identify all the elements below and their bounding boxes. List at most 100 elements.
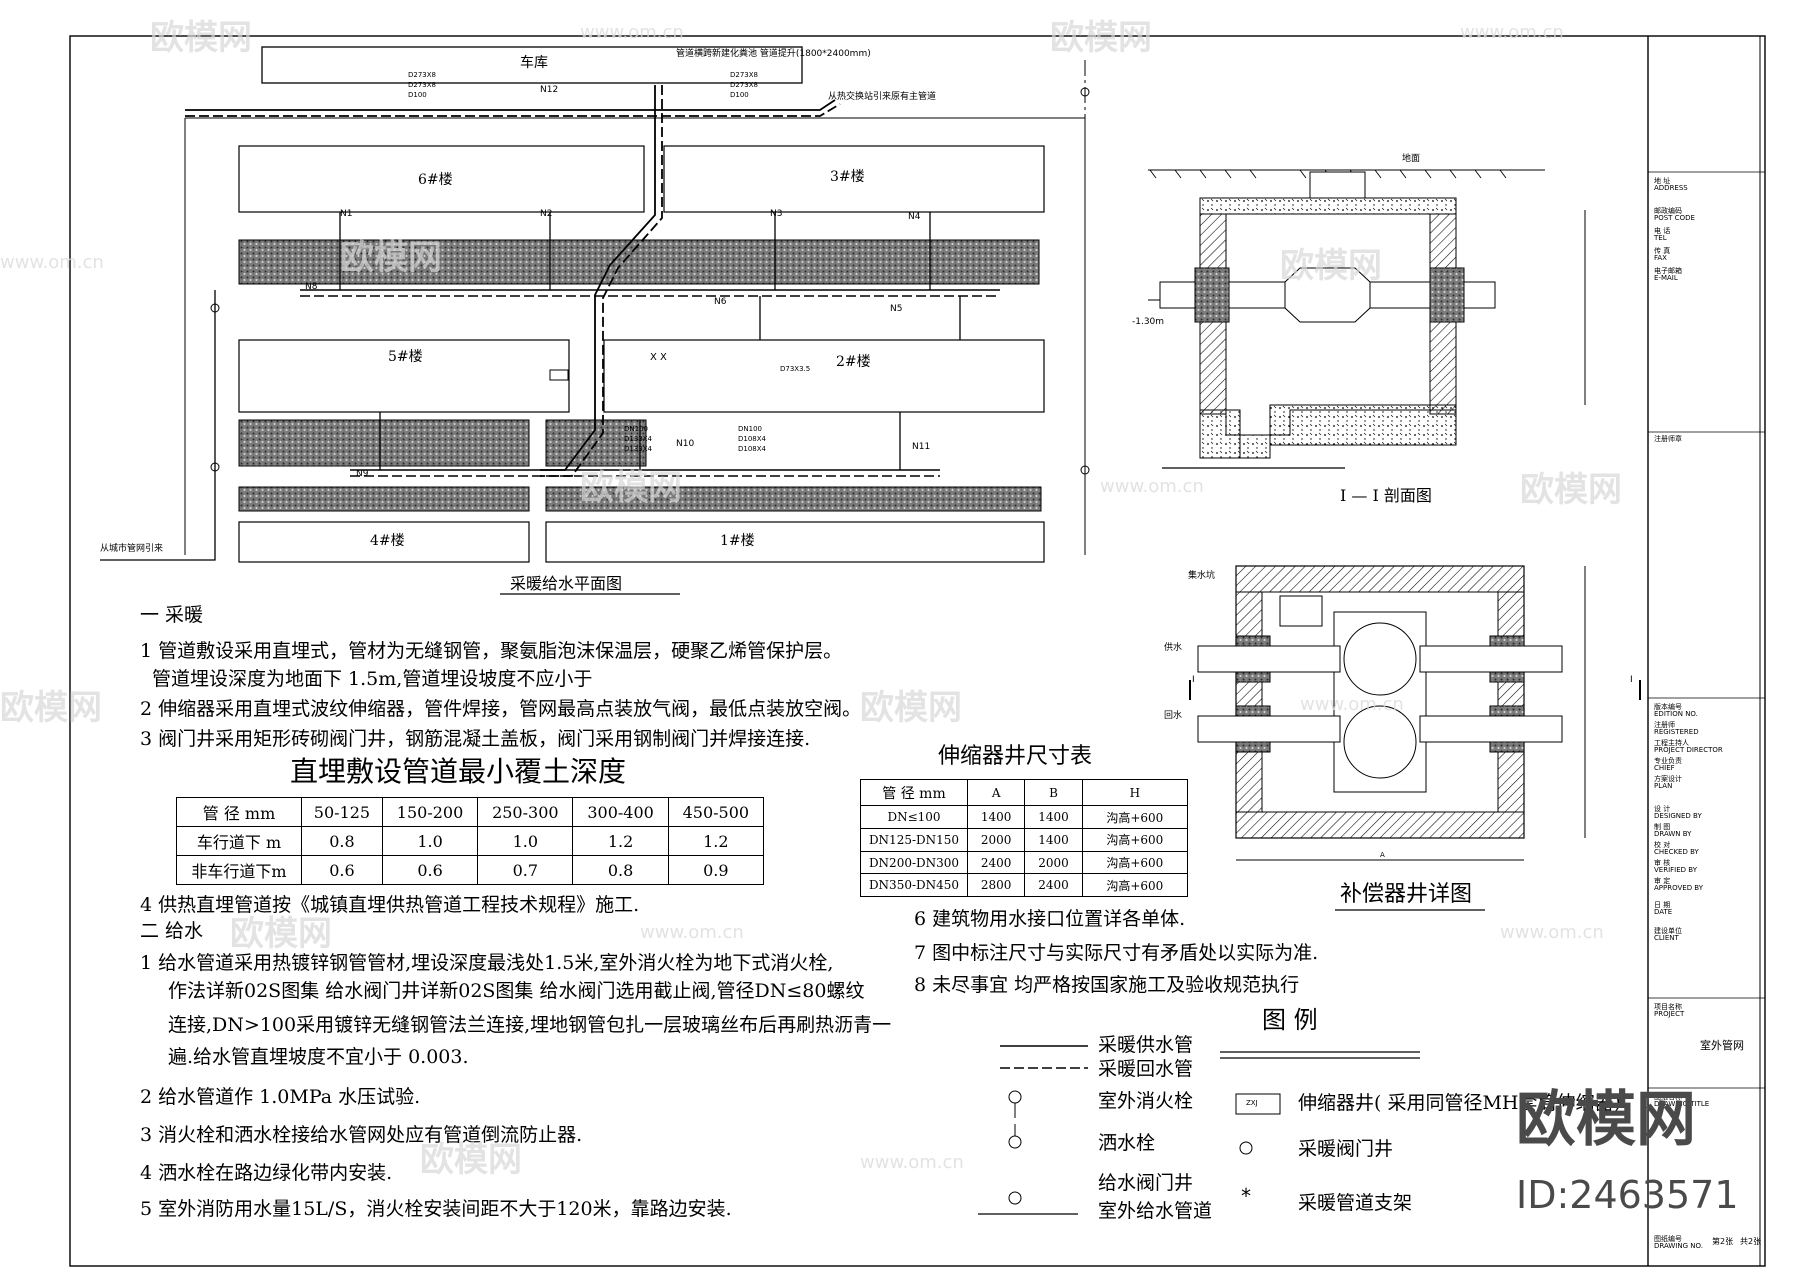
water-note-5: 5 室外消防用水量15L/S，消火栓安装间距不大于120米，靠路边安装. <box>140 1198 732 1220</box>
cover-cell: 0.7 <box>477 855 574 885</box>
building-1 <box>545 521 1045 563</box>
well-cell: DN125-DN150 <box>860 828 968 852</box>
outer-frame <box>69 35 1766 1267</box>
well-cell: 2400 <box>966 850 1026 875</box>
well-size-table: 管 径 mm A B H DN≤100 1400 1400 沟高+600 DN1… <box>860 778 1189 897</box>
cover-cell: 0.8 <box>572 855 669 885</box>
well-cell: DN200-DN300 <box>860 850 968 875</box>
note-7: 7 图中标注尺寸与实际尺寸有矛盾处以实际为准. <box>914 942 1319 964</box>
detail-title: 补偿器井详图 <box>1340 882 1473 907</box>
green-belt-1 <box>238 239 1040 285</box>
cover-header-4: 300-400 <box>572 797 669 827</box>
pipe-tag: D133X4 <box>624 435 652 443</box>
cover-cell: 1.2 <box>667 826 765 856</box>
cover-table-title: 直埋敷设管道最小覆土深度 <box>290 755 627 788</box>
node-n11: N11 <box>912 442 931 452</box>
heating-note-1: 1 管道敷设采用直埋式，管材为无缝钢管，聚氨脂泡沫保温层，硬聚乙烯管保护层。 <box>140 640 843 662</box>
pipe-tag: D273X8 <box>408 71 436 79</box>
pipe-tag: D133X4 <box>624 445 652 453</box>
pipe-tag: DN100 <box>738 425 762 433</box>
legend-box-label: ZXJ <box>1246 1099 1258 1107</box>
legend-return: 采暖回水管 <box>1098 1058 1194 1080</box>
well-cell: 2000 <box>966 828 1026 852</box>
legend-support: 采暖管道支架 <box>1298 1192 1413 1214</box>
water-heading: 二 给水 <box>140 920 204 942</box>
pipe-tag: D273X8 <box>730 81 758 89</box>
pipe-tag: D100 <box>408 91 427 99</box>
garage-outline <box>261 46 803 84</box>
well-cell: 1400 <box>966 805 1026 830</box>
green-belt-2 <box>238 419 530 467</box>
section-mark-right: I <box>1630 675 1633 685</box>
well-cell: 1400 <box>1024 805 1083 830</box>
heating-note-1b: 管道埋设深度为地面下 1.5m,管道埋设坡度不应小于 <box>152 668 593 690</box>
node-n5: N5 <box>890 304 903 314</box>
well-cell: 沟高+600 <box>1081 805 1189 830</box>
legend-title: 图 例 <box>1262 1006 1318 1034</box>
legend-sprinkler: 洒水栓 <box>1098 1132 1156 1154</box>
brand-logo: 欧模网 <box>1516 1085 1696 1155</box>
watermark: 欧模网 <box>420 1140 522 1180</box>
cover-cell: 0.6 <box>301 855 383 885</box>
water-note-1c: 连接,DN>100采用镀锌无缝钢管法兰连接,埋地钢管包扎一层玻璃丝布后再刷热沥青… <box>168 1014 892 1036</box>
supply-label: 供水 <box>1164 643 1183 653</box>
cover-cell: 0.8 <box>301 826 383 856</box>
legend-water-valve: 给水阀门井 <box>1098 1172 1194 1194</box>
watermark-site: www.om.cn <box>640 922 744 943</box>
water-main <box>100 290 216 561</box>
cover-header-5: 450-500 <box>667 797 765 827</box>
well-cell: DN350-DN450 <box>860 873 968 897</box>
water-note-1d: 遍.给水管直埋坡度不宜小于 0.003. <box>168 1046 469 1068</box>
plan-title: 采暖给水平面图 <box>510 574 623 593</box>
support-icon: * <box>1240 1184 1253 1208</box>
section-mark-left: I <box>1192 675 1195 685</box>
cover-cell: 0.6 <box>381 855 479 885</box>
building-6 <box>238 145 645 213</box>
city-network-label: 从城市管网引来 <box>100 544 164 554</box>
building-label-6: 6#楼 <box>418 172 453 188</box>
section-i-i <box>1148 169 1586 469</box>
heating-note-3: 3 阀门井采用矩形砖砌阀门井，钢筋混凝土盖板，阀门采用钢制阀门并焊接连接. <box>140 728 811 750</box>
building-label-3: 3#楼 <box>830 169 865 185</box>
cover-header-0: 管 径 mm <box>176 797 302 827</box>
building-label-2: 2#楼 <box>836 354 871 370</box>
cover-depth-table: 管 径 mm 50-125 150-200 250-300 300-400 45… <box>176 797 765 885</box>
legend-water-pipe: 室外给水管道 <box>1098 1200 1213 1222</box>
pipe-tag: D108X4 <box>738 435 766 443</box>
tb-total: 共2张 <box>1740 1237 1762 1246</box>
well-table-title: 伸缩器井尺寸表 <box>938 744 1093 769</box>
cover-cell: 非车行道下m <box>176 855 302 885</box>
cover-cell: 车行道下 m <box>176 826 302 856</box>
well-cell: 2800 <box>966 873 1026 897</box>
watermark-site: www.om.cn <box>1100 476 1204 497</box>
svg-text:X X: X X <box>650 352 667 363</box>
water-note-3: 3 消火栓和洒水栓接给水管网处应有管道倒流防止器. <box>140 1124 583 1146</box>
water-note-4: 4 洒水栓在路边绿化带内安装. <box>140 1162 393 1184</box>
legend-compensator: 伸缩器井( 采用同管径MH套筒伸缩器) <box>1298 1092 1621 1114</box>
green-belt-4 <box>238 486 530 512</box>
watermark-site: www.om.cn <box>1460 22 1564 43</box>
watermark-site: www.om.cn <box>860 1152 964 1173</box>
cover-header-1: 50-125 <box>301 797 383 827</box>
tb-drawing-title: 室外管网 <box>1700 1039 1744 1052</box>
legend-heat-valve: 采暖阀门井 <box>1298 1138 1394 1160</box>
pipe-tag: D108X4 <box>738 445 766 453</box>
node-n12: N12 <box>540 85 559 95</box>
watermark: 欧模网 <box>150 18 252 58</box>
building-3 <box>663 145 1045 213</box>
